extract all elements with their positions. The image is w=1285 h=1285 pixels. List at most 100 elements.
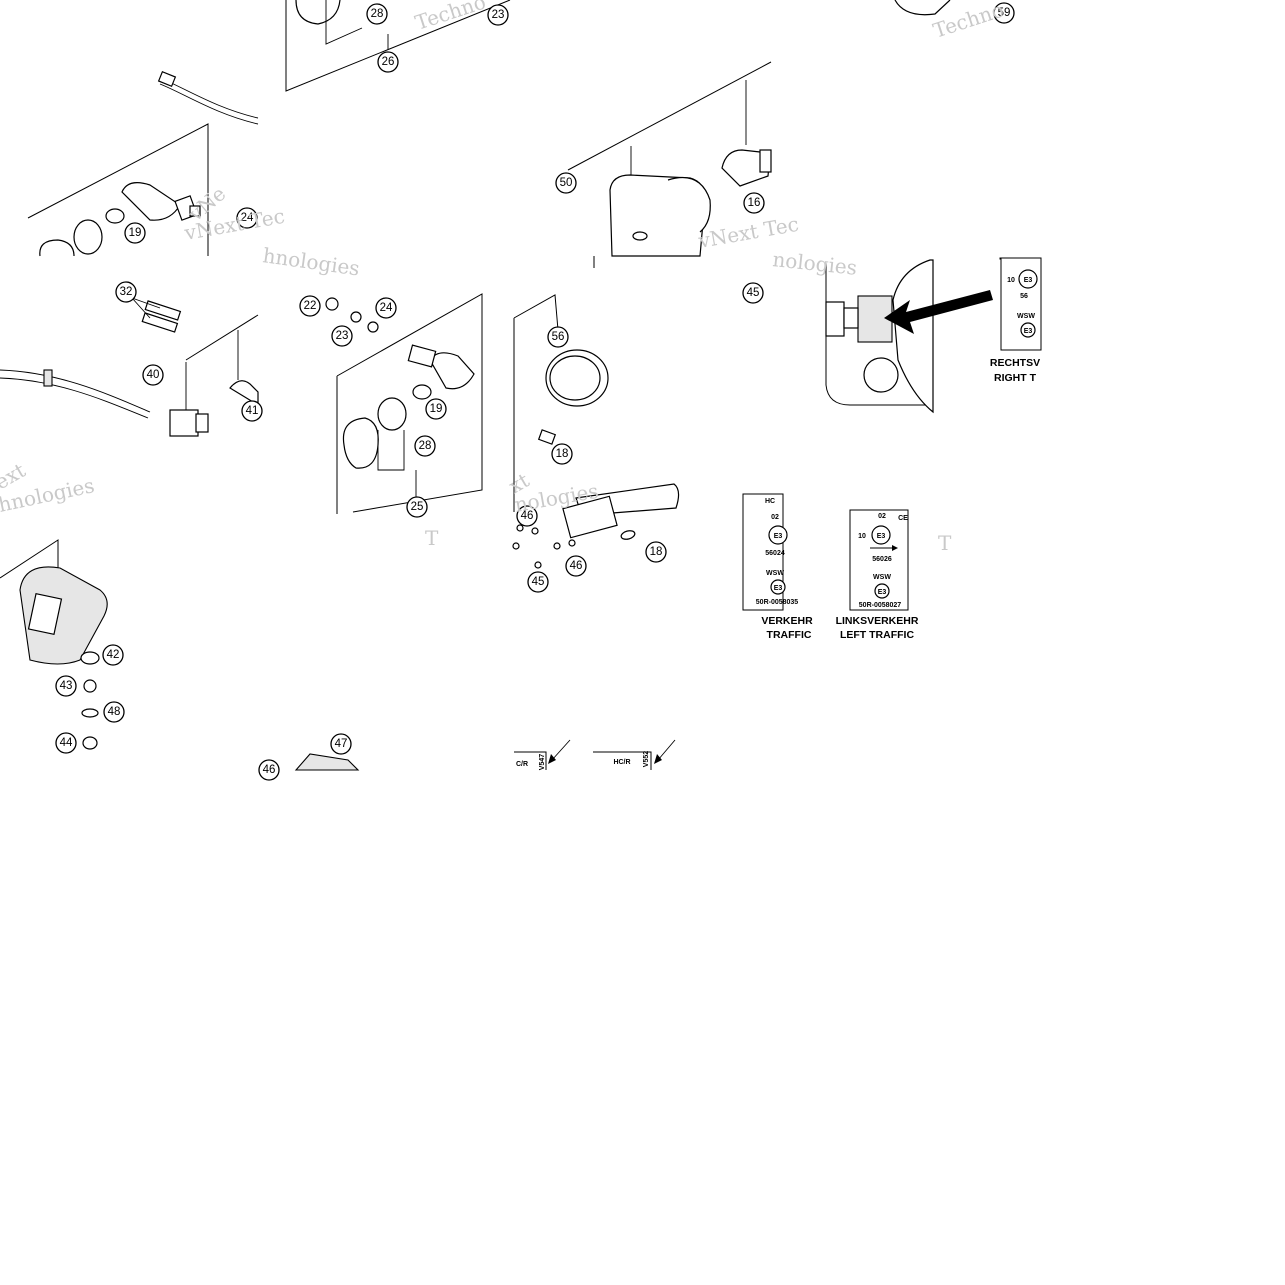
tile-bottom-plates: C/R V547 HC/R V552 bbox=[514, 739, 676, 770]
svg-text:46: 46 bbox=[521, 510, 534, 522]
plate-bottom2-v552: V552 bbox=[643, 751, 650, 767]
callout-42: 42 bbox=[102, 644, 124, 666]
tile-indicator-housing bbox=[0, 539, 108, 750]
plate-left-wsw: WSW bbox=[766, 570, 784, 577]
plate-bottom1-v547: V547 bbox=[539, 754, 546, 770]
watermark-6: hnologies bbox=[261, 243, 361, 280]
svg-text:41: 41 bbox=[246, 405, 259, 417]
svg-text:40: 40 bbox=[147, 369, 160, 381]
watermark-7: nologies bbox=[771, 247, 858, 280]
plate-left-number: 56024 bbox=[765, 550, 785, 557]
tile-plate-light bbox=[294, 753, 360, 771]
plate-top-right-wsw: WSW bbox=[1017, 313, 1035, 320]
callout-47: 47 bbox=[330, 733, 352, 755]
watermark-13: T bbox=[938, 531, 952, 555]
label-traffic: TRAFFIC bbox=[767, 629, 812, 641]
watermark-1: Techno bbox=[412, 0, 489, 35]
svg-text:23: 23 bbox=[336, 330, 349, 342]
svg-text:56: 56 bbox=[552, 331, 565, 343]
plate-right-code: 50R-0058027 bbox=[859, 602, 902, 609]
callout-43: 43 bbox=[55, 675, 77, 697]
svg-text:45: 45 bbox=[747, 287, 760, 299]
tile-sticker-plates: HC 02 E3 56024 WSW E3 50R-0058035 02 CE … bbox=[742, 257, 1038, 641]
callout-46-a: 46 bbox=[516, 505, 538, 527]
callout-24-top: 24 bbox=[236, 207, 258, 229]
svg-text:28: 28 bbox=[419, 440, 432, 452]
watermarks: Techno Techno vNext Tec vNe vNext Tec hn… bbox=[0, 0, 1007, 555]
callout-44: 44 bbox=[55, 732, 77, 754]
callout-50: 50 bbox=[555, 172, 577, 194]
svg-text:28: 28 bbox=[371, 8, 384, 20]
svg-text:25: 25 bbox=[411, 501, 424, 513]
plate-right-ce: CE bbox=[898, 515, 908, 522]
callout-48: 48 bbox=[103, 701, 125, 723]
svg-text:16: 16 bbox=[748, 197, 761, 209]
svg-text:48: 48 bbox=[108, 706, 121, 718]
tile-wiring bbox=[0, 297, 259, 437]
label-left-traffic: LEFT TRAFFIC bbox=[840, 629, 914, 641]
svg-text:19: 19 bbox=[430, 403, 443, 415]
callout-59: 59 bbox=[993, 2, 1015, 24]
svg-text:46: 46 bbox=[570, 560, 583, 572]
callout-23-top: 23 bbox=[487, 4, 509, 26]
callout-28-top: 28 bbox=[366, 3, 388, 25]
callout-16: 16 bbox=[743, 192, 765, 214]
plate-left-02: 02 bbox=[771, 514, 779, 521]
label-linksverkehr: LINKSVERKEHR bbox=[836, 615, 919, 627]
plate-right-e3-small: E3 bbox=[878, 589, 887, 596]
svg-text:26: 26 bbox=[382, 56, 395, 68]
plate-bottom2-hcr: HC/R bbox=[613, 759, 630, 766]
callout-26: 26 bbox=[377, 51, 399, 73]
plate-right-02: 02 bbox=[878, 513, 886, 520]
tile-indicator-frame-top bbox=[285, 0, 511, 92]
plate-top-right-e3: E3 bbox=[1024, 277, 1033, 284]
plate-top-right-e3-small: E3 bbox=[1024, 328, 1033, 335]
svg-text:22: 22 bbox=[304, 300, 317, 312]
plate-right-10: 10 bbox=[858, 533, 866, 540]
svg-text:45: 45 bbox=[532, 576, 545, 588]
label-verkehr: VERKEHR bbox=[761, 615, 813, 627]
tile-taillight bbox=[512, 294, 680, 569]
callout-46-bottom: 46 bbox=[258, 759, 280, 781]
plate-right-e3: E3 bbox=[877, 533, 886, 540]
plate-top-right-number: 56 bbox=[1020, 293, 1028, 300]
svg-text:24: 24 bbox=[380, 302, 393, 314]
callout-40: 40 bbox=[142, 364, 164, 386]
svg-text:42: 42 bbox=[107, 649, 120, 661]
svg-text:23: 23 bbox=[492, 9, 505, 21]
svg-text:24: 24 bbox=[241, 212, 254, 224]
plate-right-wsw: WSW bbox=[873, 574, 891, 581]
callout-18-mid: 18 bbox=[551, 443, 573, 465]
callout-46-b: 46 bbox=[565, 555, 587, 577]
svg-text:50: 50 bbox=[560, 177, 573, 189]
callout-45-right: 45 bbox=[742, 282, 764, 304]
callout-24-mid: 24 bbox=[375, 297, 397, 319]
callout-23-mid: 23 bbox=[331, 325, 353, 347]
callout-32: 32 bbox=[115, 281, 137, 303]
plate-bottom1-cr: C/R bbox=[516, 761, 528, 768]
svg-text:32: 32 bbox=[120, 286, 133, 298]
svg-text:59: 59 bbox=[998, 7, 1011, 19]
callouts: 28 23 26 59 50 16 24 19 45 32 22 23 24 4… bbox=[55, 2, 1015, 781]
callout-22: 22 bbox=[299, 295, 321, 317]
callout-18-right: 18 bbox=[645, 541, 667, 563]
svg-text:43: 43 bbox=[60, 680, 73, 692]
plate-left-code: 50R-0058035 bbox=[756, 599, 799, 606]
plate-left-hc: HC bbox=[765, 498, 775, 505]
plate-left-e3-small: E3 bbox=[774, 585, 783, 592]
callout-28-mid: 28 bbox=[414, 435, 436, 457]
label-right-traffic: RIGHT T bbox=[994, 372, 1037, 384]
plate-top-right-10: 10 bbox=[1007, 277, 1015, 284]
callout-19-top: 19 bbox=[124, 222, 146, 244]
svg-text:18: 18 bbox=[650, 546, 663, 558]
svg-text:18: 18 bbox=[556, 448, 569, 460]
svg-text:19: 19 bbox=[129, 227, 142, 239]
tile-indicator-top bbox=[27, 70, 259, 257]
plate-left-e3: E3 bbox=[774, 533, 783, 540]
callout-45-bottom: 45 bbox=[527, 571, 549, 593]
watermark-12: T bbox=[425, 526, 439, 550]
plate-right-number: 56026 bbox=[872, 556, 892, 563]
label-rechtsverkehr: RECHTSV bbox=[990, 357, 1040, 369]
callout-41: 41 bbox=[241, 400, 263, 422]
